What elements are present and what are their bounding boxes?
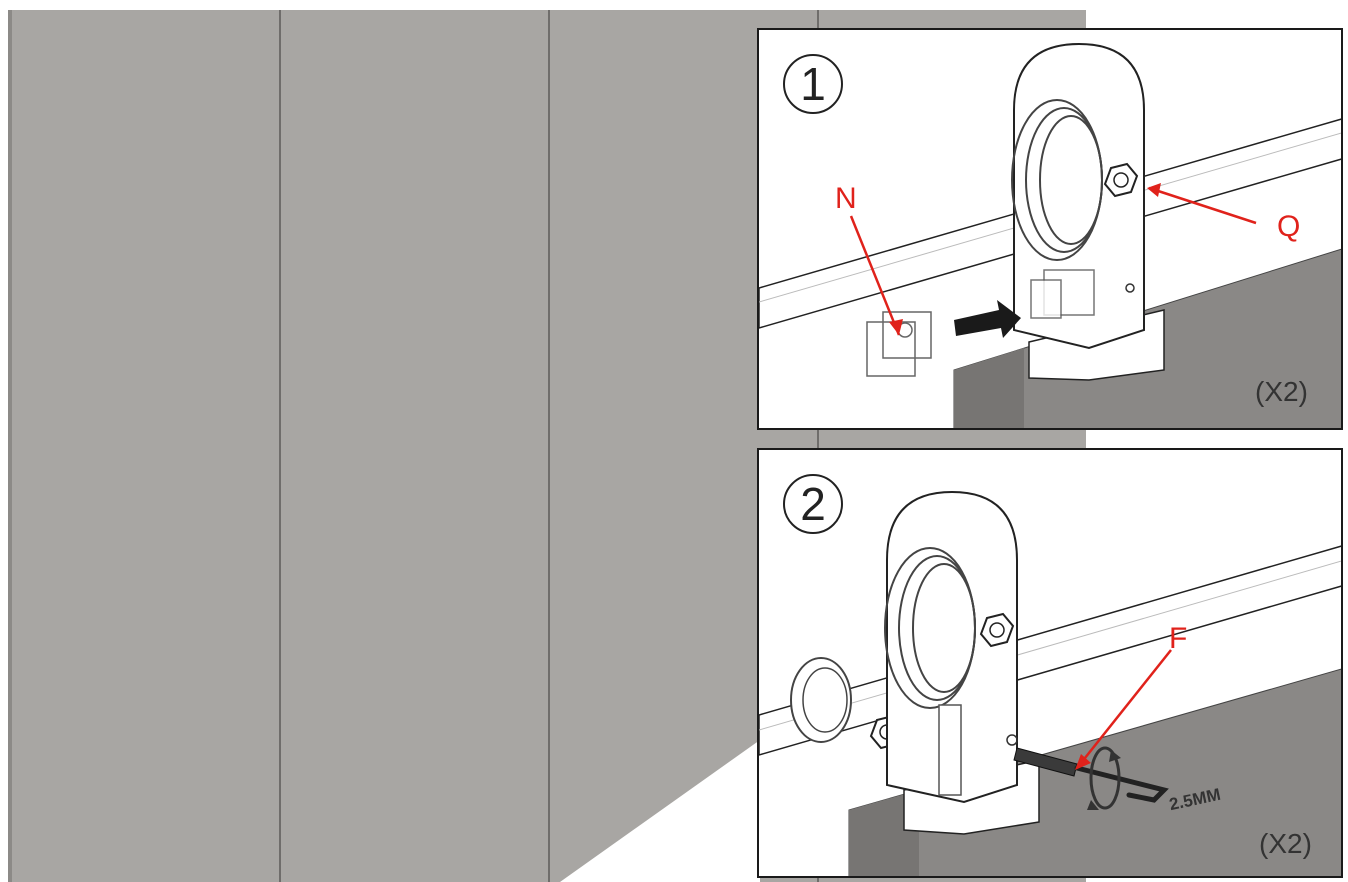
step-2-panel: 2 F 2.5MM (X2): [757, 448, 1343, 878]
quantity-label: (X2): [1259, 828, 1312, 859]
part-label-q: Q: [1277, 210, 1301, 243]
part-label-f: F: [1169, 622, 1188, 655]
step-1-panel: 1 N Q (X2): [757, 28, 1343, 430]
step-1-illustration: [759, 42, 1341, 428]
quantity-label: (X2): [1255, 376, 1308, 407]
step-number-badge: 1: [783, 54, 843, 114]
step-2-illustration: [759, 490, 1341, 876]
part-label-n: N: [835, 182, 857, 215]
step-number-badge: 2: [783, 474, 843, 534]
